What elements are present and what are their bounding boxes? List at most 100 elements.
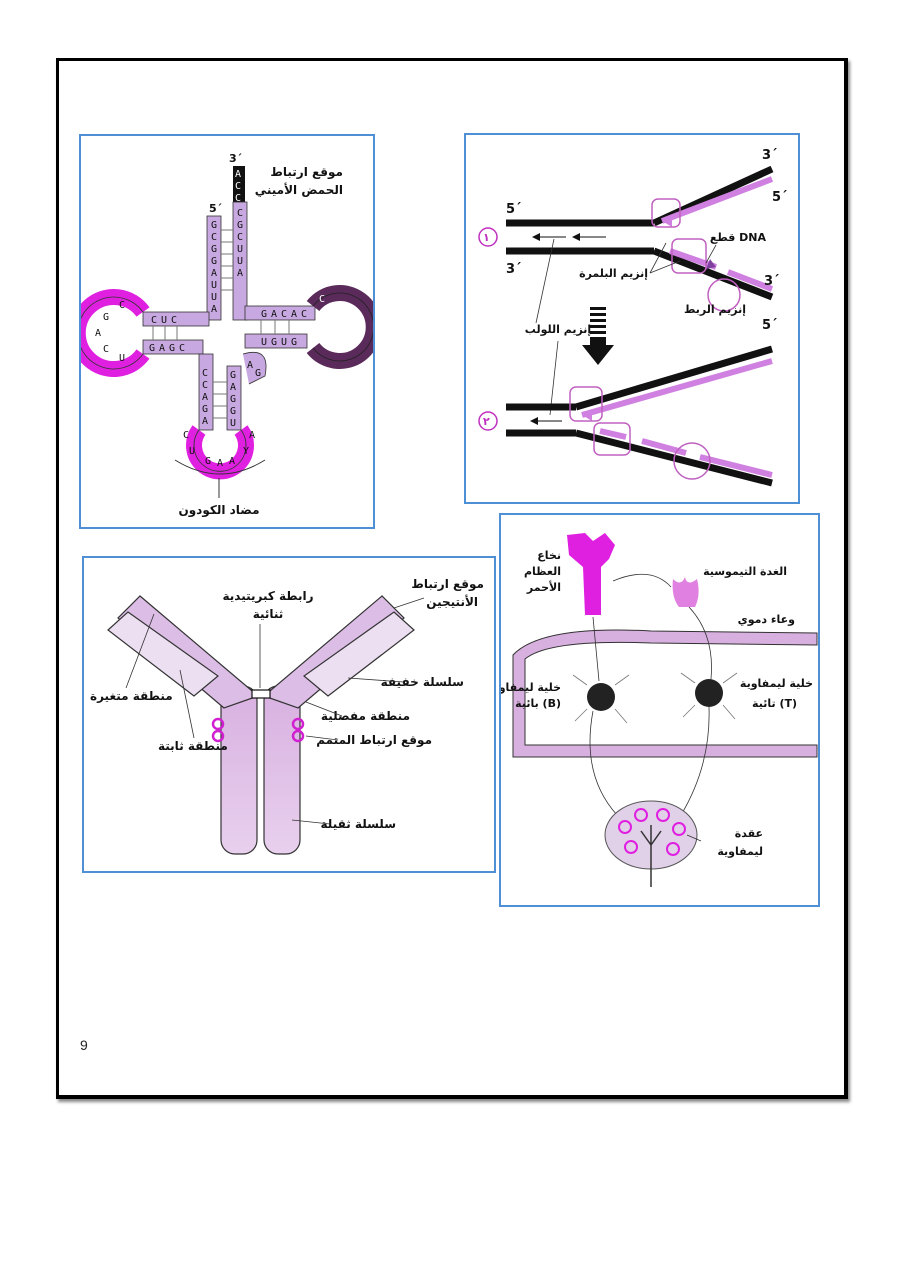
anticodon-loop-base: G: [205, 456, 211, 467]
fork1-bottom-3prime: 3´: [764, 274, 780, 289]
disulfide-line2: ثنائية: [253, 607, 284, 621]
anticodon-stem-base: U: [230, 418, 236, 429]
stem-base: U: [211, 292, 217, 303]
dna-fragment-label: قطع DNA: [710, 231, 767, 244]
anticodon-stem-base: G: [202, 404, 208, 415]
constant-region-label: منطقة ثابتة: [158, 739, 228, 753]
bone-marrow-shape: [567, 533, 615, 615]
t-loop-base: C: [319, 294, 325, 305]
t-loop-base: U: [339, 302, 345, 313]
anticodon-stem-base: C: [202, 368, 208, 379]
t-cell-line2: تائية (T): [752, 697, 797, 710]
stem-base: U: [211, 280, 217, 291]
d-stem-base: C: [171, 315, 177, 326]
fork-2: [478, 345, 773, 487]
anticodon-loop-base: A: [249, 430, 255, 441]
page-number: 9: [80, 1037, 88, 1053]
stem-base: G: [237, 220, 243, 231]
stem-base: A: [211, 304, 217, 315]
fork1-5prime: 5´: [506, 202, 522, 217]
t-arm: [244, 285, 373, 369]
stem-base: G: [211, 220, 217, 231]
complement-site-label: موقع ارتباط المتمم: [316, 733, 432, 748]
ligase-label: إنزيم الربط: [684, 303, 746, 316]
b-cell-line1: خلية ليمفاوية: [501, 681, 561, 694]
anticodon-loop-base: Y: [243, 446, 249, 457]
acceptor-base-2: C: [235, 181, 241, 192]
blood-vessel-label: وعاء دموي: [738, 613, 796, 626]
t-cell: [695, 679, 723, 707]
immune-diagram: نخاع العظام الأحمر الغدة التيموسية وعاء …: [501, 533, 818, 887]
lymph-node: [604, 800, 698, 887]
t-stem-base: C: [281, 309, 287, 320]
variable-region-label: منطقة متغيرة: [90, 689, 173, 703]
d-stem-base: G: [169, 343, 175, 354]
anticodon-loop-base: U: [189, 446, 195, 457]
d-stem-base: C: [151, 315, 157, 326]
t-stem-base: A: [271, 309, 277, 320]
bone-marrow-line2: العظام: [524, 565, 561, 578]
b-cell-line2: بائية (B): [515, 697, 561, 710]
t-stem-base: A: [291, 309, 297, 320]
anticodon-label: مضاد الكودون: [178, 503, 259, 518]
stem-base: U: [237, 256, 243, 267]
anticodon-stem-base: G: [230, 394, 236, 405]
anticodon-stem-base: A: [202, 392, 208, 403]
bone-marrow-line1: نخاع: [537, 549, 561, 562]
fork1-top-3prime: 3´: [762, 148, 778, 163]
anticodon-stem-base: A: [230, 382, 236, 393]
trna-diagram: A C C 3´ 5´ G C G G A U U A C G C U U A …: [81, 152, 373, 518]
t-stem-base: U: [281, 337, 287, 348]
stem-base: A: [237, 268, 243, 279]
anticodon-arm: [174, 351, 267, 480]
stem-base: A: [211, 268, 217, 279]
antigen-site-line2: الأنتيجين: [426, 594, 478, 609]
fork1-3prime: 3´: [506, 262, 522, 277]
stem-base: C: [211, 232, 217, 243]
t-stem-base: C: [301, 309, 307, 320]
stem-base: C: [237, 232, 243, 243]
process-arrow: [582, 307, 614, 365]
anticodon-stem-base: C: [202, 380, 208, 391]
anticodon-stem-base: A: [202, 416, 208, 427]
lymph-node-line2: ليمفاوية: [717, 845, 763, 858]
t-stem-base: G: [261, 309, 267, 320]
step-2-label: ٢: [483, 415, 490, 428]
replication-diagram: ١ 5´ 3´ 3´ 5´ 3´ 5´ قطع DNA إنزيم البلمر…: [478, 148, 788, 487]
d-loop-base: U: [119, 353, 125, 364]
antigen-site-line1: موقع ارتباط: [411, 577, 484, 592]
trna-3prime: 3´: [229, 152, 242, 165]
anticodon-stem-base: G: [230, 370, 236, 381]
immune-diagram-panel: نخاع العظام الأحمر الغدة التيموسية وعاء …: [499, 513, 820, 907]
lymph-node-line1: عقدة: [735, 827, 763, 840]
d-loop-base: C: [119, 300, 125, 311]
stem-base: U: [237, 244, 243, 255]
replication-diagram-panel: ١ 5´ 3´ 3´ 5´ 3´ 5´ قطع DNA إنزيم البلمر…: [464, 133, 800, 504]
t-stem-base: U: [261, 337, 267, 348]
step-1-label: ١: [483, 231, 490, 244]
variable-base: G: [255, 368, 261, 379]
acceptor-base-1: A: [235, 169, 241, 180]
light-chain-label: سلسلة خفيفة: [381, 675, 464, 689]
stem-base: G: [211, 256, 217, 267]
t-stem-base: G: [291, 337, 297, 348]
variable-base: A: [247, 360, 253, 371]
anticodon-loop-base: C: [183, 430, 189, 441]
trna-diagram-panel: A C C 3´ 5´ G C G G A U U A C G C U U A …: [79, 134, 375, 529]
fork1-top-5prime: 5´: [772, 190, 788, 205]
acceptor-stem: [206, 201, 248, 321]
cell-receptors: [572, 672, 738, 724]
disulfide-line1: رابطة كبريتيدية: [222, 589, 313, 603]
d-stem-base: A: [159, 343, 165, 354]
d-arm: [81, 289, 210, 377]
d-loop-base: A: [95, 328, 101, 339]
t-loop-base: C: [341, 340, 347, 351]
polymerase-label: إنزيم البلمرة: [579, 267, 648, 280]
bone-marrow-line3: الأحمر: [526, 580, 561, 594]
stem-base: C: [237, 208, 243, 219]
d-loop-base: G: [103, 312, 109, 323]
trna-5prime: 5´: [209, 202, 222, 215]
antibody-structure: [107, 595, 415, 855]
b-cell: [587, 683, 615, 711]
acceptor-base-3: C: [235, 193, 241, 204]
